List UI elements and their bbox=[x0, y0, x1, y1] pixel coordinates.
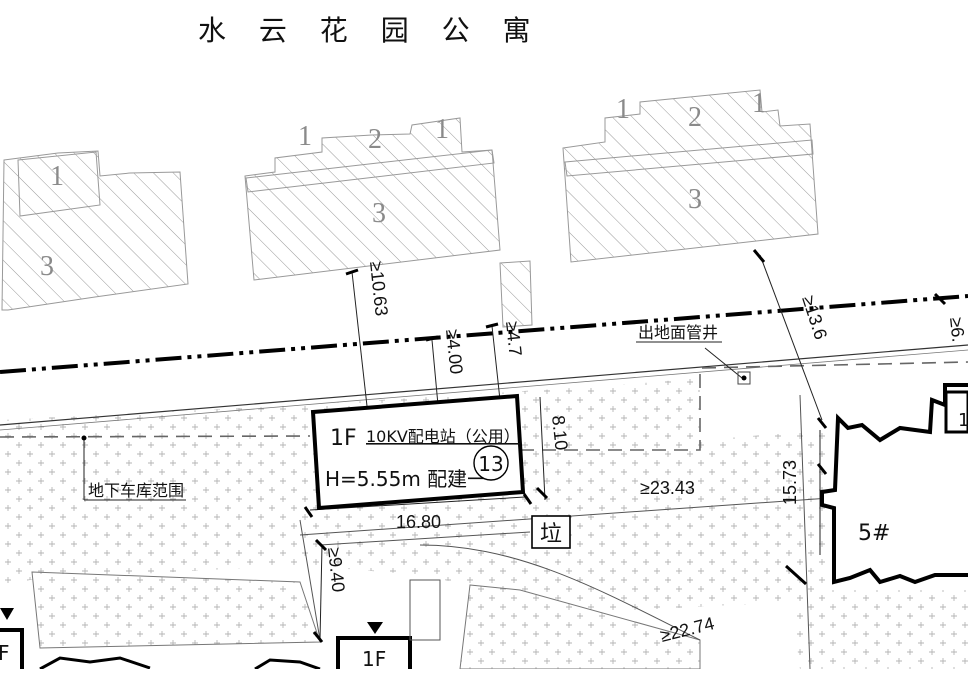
garage-range-label: 地下车库范围 bbox=[88, 481, 184, 500]
dimension-text: ≥4.00 bbox=[442, 328, 467, 375]
building-number: 3 bbox=[372, 198, 386, 229]
garage-boundary-line bbox=[0, 435, 311, 438]
existing-building-left: 1 3 bbox=[1, 150, 189, 311]
building-number: 3 bbox=[688, 184, 702, 215]
bottom-annex bbox=[409, 579, 441, 641]
dimension-text: 15.73 bbox=[780, 460, 800, 505]
drawing-title: 水 云 花 园 公 寓 bbox=[198, 14, 543, 47]
dimension-ticks bbox=[303, 249, 947, 643]
left-building-edge bbox=[39, 656, 151, 671]
dimension-text: ≥10.63 bbox=[366, 260, 392, 317]
station-name: 10KV配电站（公用） bbox=[366, 427, 520, 446]
pipe-well-dot bbox=[741, 375, 747, 381]
garage-label-dot bbox=[81, 435, 87, 441]
pipe-well-label: 出地面管井 bbox=[638, 323, 718, 342]
building-5-outline bbox=[820, 383, 968, 585]
annex-building bbox=[499, 260, 533, 328]
left-building-floor: F bbox=[0, 641, 10, 665]
garage-boundary-line bbox=[520, 361, 968, 451]
property-boundary-line bbox=[0, 294, 968, 374]
road-edge-line bbox=[0, 349, 968, 431]
bottom-building: 1F bbox=[336, 579, 441, 671]
left-building-edge bbox=[254, 658, 321, 671]
station-height: H=5.55m 配建一 bbox=[325, 467, 487, 491]
dimension-text: ≥23.43 bbox=[640, 478, 695, 498]
lawn-area-bottom bbox=[459, 584, 701, 670]
dimension-text: ≥4.7 bbox=[502, 320, 526, 357]
lawn-area-right bbox=[790, 590, 968, 669]
building-5-label: 5# bbox=[858, 521, 890, 546]
station-number-circle bbox=[473, 445, 509, 481]
trash-label: 垃 bbox=[540, 522, 562, 547]
building-number: 1 bbox=[752, 88, 766, 119]
existing-building-right: 1 2 1 3 bbox=[562, 88, 819, 263]
dimension-text: 8.10 bbox=[548, 414, 572, 451]
building-5-annex bbox=[944, 390, 968, 434]
dimension-text: 16.80 bbox=[396, 512, 441, 532]
building-number: 1 bbox=[616, 94, 630, 125]
trash-box bbox=[531, 515, 571, 549]
distribution-station: 1F 10KV配电站（公用） H=5.55m 配建一 13 bbox=[310, 393, 526, 511]
existing-building-middle: 1 2 1 3 bbox=[244, 114, 501, 281]
dimension-text: ≥6. bbox=[946, 316, 968, 343]
station-outline bbox=[310, 393, 526, 511]
building-number: 3 bbox=[40, 251, 54, 282]
entrance-marker-icon bbox=[367, 622, 383, 634]
building-number: 1 bbox=[298, 121, 312, 152]
dimension-text: ≥13.6 bbox=[798, 293, 831, 342]
bottom-building-outline bbox=[336, 636, 412, 669]
building-number: 1 bbox=[50, 161, 64, 192]
site-line bbox=[419, 544, 701, 641]
station-floor: 1F bbox=[330, 426, 357, 451]
building-number: 1 bbox=[435, 114, 449, 145]
dimension-text: ≥9.40 bbox=[324, 546, 349, 593]
road-edge-line bbox=[0, 344, 968, 426]
site-line bbox=[799, 394, 811, 670]
left-building-outline bbox=[0, 628, 24, 669]
building-5: 5# 1 bbox=[820, 383, 968, 585]
station-number: 13 bbox=[478, 452, 503, 476]
building-number: 2 bbox=[688, 102, 702, 133]
building-number: 2 bbox=[368, 124, 382, 155]
bottom-building-floor: 1F bbox=[362, 647, 386, 669]
pipe-well-box bbox=[737, 371, 751, 385]
dimension-leaders bbox=[309, 254, 823, 641]
lawn-area-left bbox=[31, 571, 321, 649]
site-line bbox=[299, 519, 321, 641]
building-5-edge-number: 1 bbox=[958, 410, 968, 431]
entrance-marker-icon bbox=[0, 608, 14, 620]
trash-station: 垃 bbox=[531, 515, 571, 549]
site-line bbox=[319, 531, 531, 546]
left-bottom-building: F bbox=[0, 608, 321, 671]
